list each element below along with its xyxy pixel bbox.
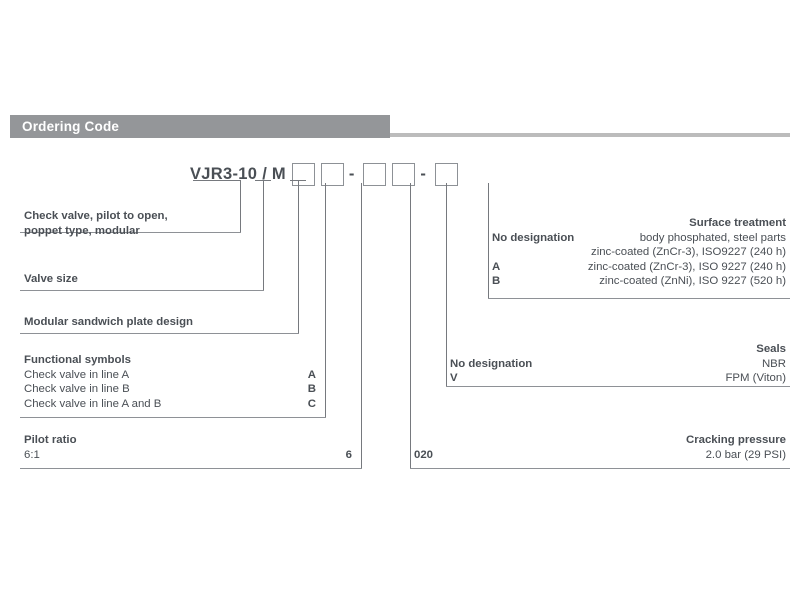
block-rule-seals — [446, 386, 790, 387]
block-pilot-ratio: Pilot ratio 6:1 6 — [24, 433, 352, 462]
block-rule-pilot-ratio — [20, 468, 362, 469]
valve-size-label: Valve size — [24, 273, 78, 285]
leader-vline-modular — [298, 180, 299, 333]
cracking-pressure-code: 020 — [414, 448, 434, 461]
leader-vline-cracking-pressure — [410, 183, 411, 468]
seals-desc-1: FPM (Viton) — [725, 372, 786, 385]
seals-row: No designation NBR — [450, 357, 786, 372]
seals-row: V FPM (Viton) — [450, 371, 786, 386]
seals-code-0: No designation — [450, 357, 533, 370]
surface-treatment-desc-3: zinc-coated (ZnNi), ISO 9227 (520 h) — [599, 275, 786, 288]
cracking-pressure-title-row: Cracking pressure — [414, 433, 786, 448]
seals-code-1: V — [450, 372, 458, 385]
code-box-pilot-ratio[interactable] — [320, 162, 344, 186]
header-divider-rule — [390, 133, 790, 137]
leader-vline-functional-symbols — [325, 183, 326, 417]
code-separator-slash: / — [262, 164, 267, 183]
functional-symbols-row: Check valve in line B B — [24, 382, 316, 397]
cracking-pressure-row: 020 2.0 bar (29 PSI) — [414, 448, 786, 463]
block-product-description: Check valve, pilot to open, poppet type,… — [24, 209, 168, 238]
block-rule-valve-size — [20, 290, 264, 291]
leader-vline-description — [240, 180, 241, 232]
surface-treatment-desc-1: zinc-coated (ZnCr-3), ISO9227 (240 h) — [591, 246, 786, 259]
ordering-code-row: VJR3-10 / M - - — [190, 160, 458, 188]
block-seals: Seals No designation NBR V FPM (Viton) — [450, 342, 786, 386]
code-dash-1: - — [348, 164, 355, 183]
surface-treatment-row: A zinc-coated (ZnCr-3), ISO 9227 (240 h) — [492, 260, 786, 275]
functional-symbols-code-c: C — [307, 397, 316, 410]
page-title: Ordering Code — [22, 119, 120, 134]
block-rule-cracking-pressure — [410, 468, 790, 469]
surface-treatment-desc-0: body phosphated, steel parts — [639, 231, 786, 244]
product-description-line-2: poppet type, modular — [24, 224, 140, 237]
seals-title: Seals — [756, 343, 786, 355]
cracking-pressure-desc: 2.0 bar (29 PSI) — [705, 448, 786, 461]
functional-symbols-title: Functional symbols — [24, 354, 131, 366]
surface-treatment-title: Surface treatment — [689, 217, 786, 229]
pilot-ratio-row: 6:1 6 — [24, 448, 352, 463]
functional-symbols-desc-a: Check valve in line A — [24, 368, 130, 381]
pilot-ratio-title: Pilot ratio — [24, 434, 77, 446]
leader-vline-pilot-ratio — [361, 183, 362, 468]
code-dash-2: - — [420, 164, 426, 183]
pilot-ratio-code: 6 — [345, 448, 352, 461]
code-modular-letter: M — [271, 164, 286, 183]
code-prefix: VJR3-10 — [190, 164, 258, 183]
ordering-code-header-bar — [10, 115, 390, 138]
modular-design-label: Modular sandwich plate design — [24, 316, 193, 328]
pilot-ratio-desc: 6:1 — [24, 448, 40, 461]
cracking-pressure-title: Cracking pressure — [685, 434, 786, 446]
block-modular-design: Modular sandwich plate design — [24, 315, 193, 330]
surface-treatment-title-row: Surface treatment — [492, 216, 786, 231]
code-box-seals[interactable] — [392, 162, 416, 186]
block-rule-functional-symbols — [20, 417, 326, 418]
surface-treatment-code-2: A — [492, 260, 501, 273]
block-surface-treatment: Surface treatment No designation body ph… — [492, 216, 786, 289]
surface-treatment-row: zinc-coated (ZnCr-3), ISO9227 (240 h) — [492, 245, 786, 260]
block-valve-size: Valve size — [24, 272, 78, 287]
surface-treatment-code-3: B — [492, 275, 501, 288]
product-description-line-1: Check valve, pilot to open, — [24, 210, 168, 222]
leader-vline-surface-treatment — [488, 183, 489, 298]
functional-symbols-code-a: A — [307, 368, 316, 381]
seals-title-row: Seals — [450, 342, 786, 357]
surface-treatment-row: No designation body phosphated, steel pa… — [492, 231, 786, 246]
seals-desc-0: NBR — [761, 357, 786, 370]
leader-vline-valve-size — [263, 180, 264, 290]
leader-underline-prefix — [193, 180, 241, 181]
code-box-functional-symbol[interactable] — [291, 162, 315, 186]
functional-symbols-desc-b: Check valve in line B — [24, 383, 130, 396]
functional-symbols-row: Check valve in line A A — [24, 368, 316, 383]
surface-treatment-code-0: No designation — [492, 231, 575, 244]
block-rule-description — [20, 232, 241, 233]
block-functional-symbols: Functional symbols Check valve in line A… — [24, 353, 316, 411]
surface-treatment-row: B zinc-coated (ZnNi), ISO 9227 (520 h) — [492, 274, 786, 289]
functional-symbols-desc-c: Check valve in line A and B — [24, 397, 162, 410]
surface-treatment-desc-2: zinc-coated (ZnCr-3), ISO 9227 (240 h) — [587, 260, 786, 273]
functional-symbols-row: Check valve in line A and B C — [24, 397, 316, 412]
functional-symbols-code-b: B — [307, 383, 316, 396]
leader-vline-seals — [446, 183, 447, 386]
block-rule-surface-treatment — [488, 298, 790, 299]
block-cracking-pressure: Cracking pressure 020 2.0 bar (29 PSI) — [414, 433, 786, 462]
code-box-cracking-pressure[interactable] — [363, 162, 387, 186]
block-rule-modular — [20, 333, 299, 334]
